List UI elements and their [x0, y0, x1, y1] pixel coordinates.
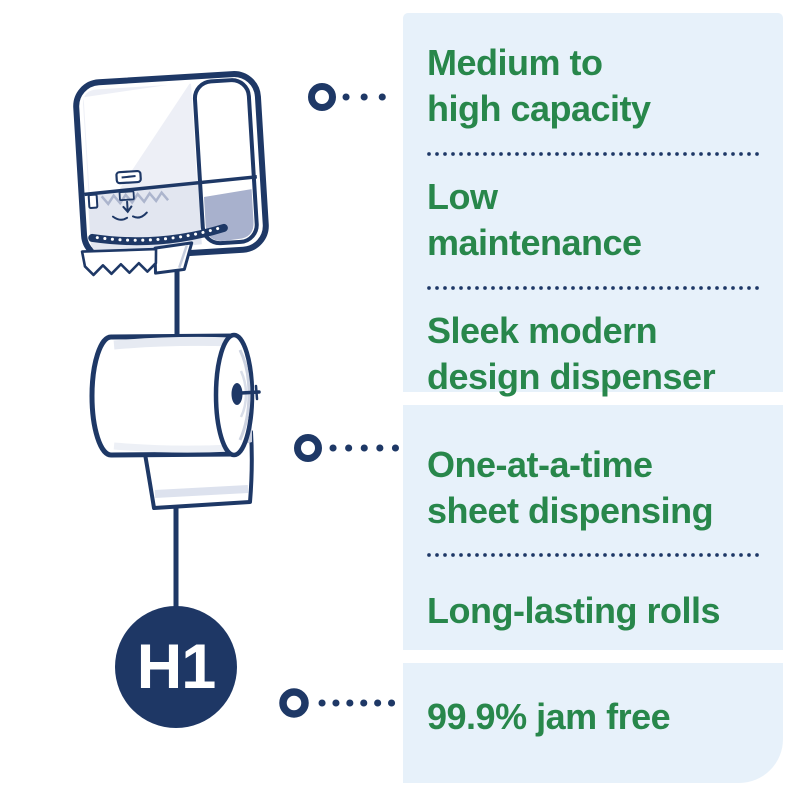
- connector-ring-bottom: [279, 688, 396, 718]
- feature-rolls: Long-lasting rolls: [427, 590, 721, 631]
- dotted-divider: [427, 553, 759, 557]
- dotted-divider: [427, 152, 759, 156]
- towel-zigzag-edge: [80, 247, 158, 277]
- hands-pictogram-icon: [111, 190, 148, 221]
- feature-capacity: Medium to high capacity: [427, 42, 651, 129]
- system-badge-h1: H1: [115, 606, 237, 728]
- feature-design: Sleek modern design dispenser: [427, 310, 716, 397]
- feature-maintenance: Low maintenance: [427, 176, 642, 263]
- feature-panel-middle: One-at-a-time sheet dispensing Long-last…: [403, 405, 783, 650]
- connector-ring-top: [308, 83, 404, 111]
- emboss-pattern: [100, 190, 170, 206]
- feature-dispensing: One-at-a-time sheet dispensing: [427, 444, 714, 531]
- roll-core: [231, 383, 243, 405]
- feature-panel-bottom: 99.9% jam free: [403, 663, 783, 783]
- tork-logo-plate: [115, 169, 142, 185]
- feature-jam-free: 99.9% jam free: [427, 696, 671, 737]
- connector-ring-middle: [294, 434, 401, 462]
- paper-roll-illustration: [89, 332, 261, 510]
- callout-connectors: [279, 83, 404, 718]
- dispenser-illustration: [73, 71, 269, 277]
- feature-panel-top: Medium to high capacity Low maintenance …: [403, 13, 783, 397]
- dotted-divider: [427, 286, 759, 290]
- latch-window: [87, 193, 99, 209]
